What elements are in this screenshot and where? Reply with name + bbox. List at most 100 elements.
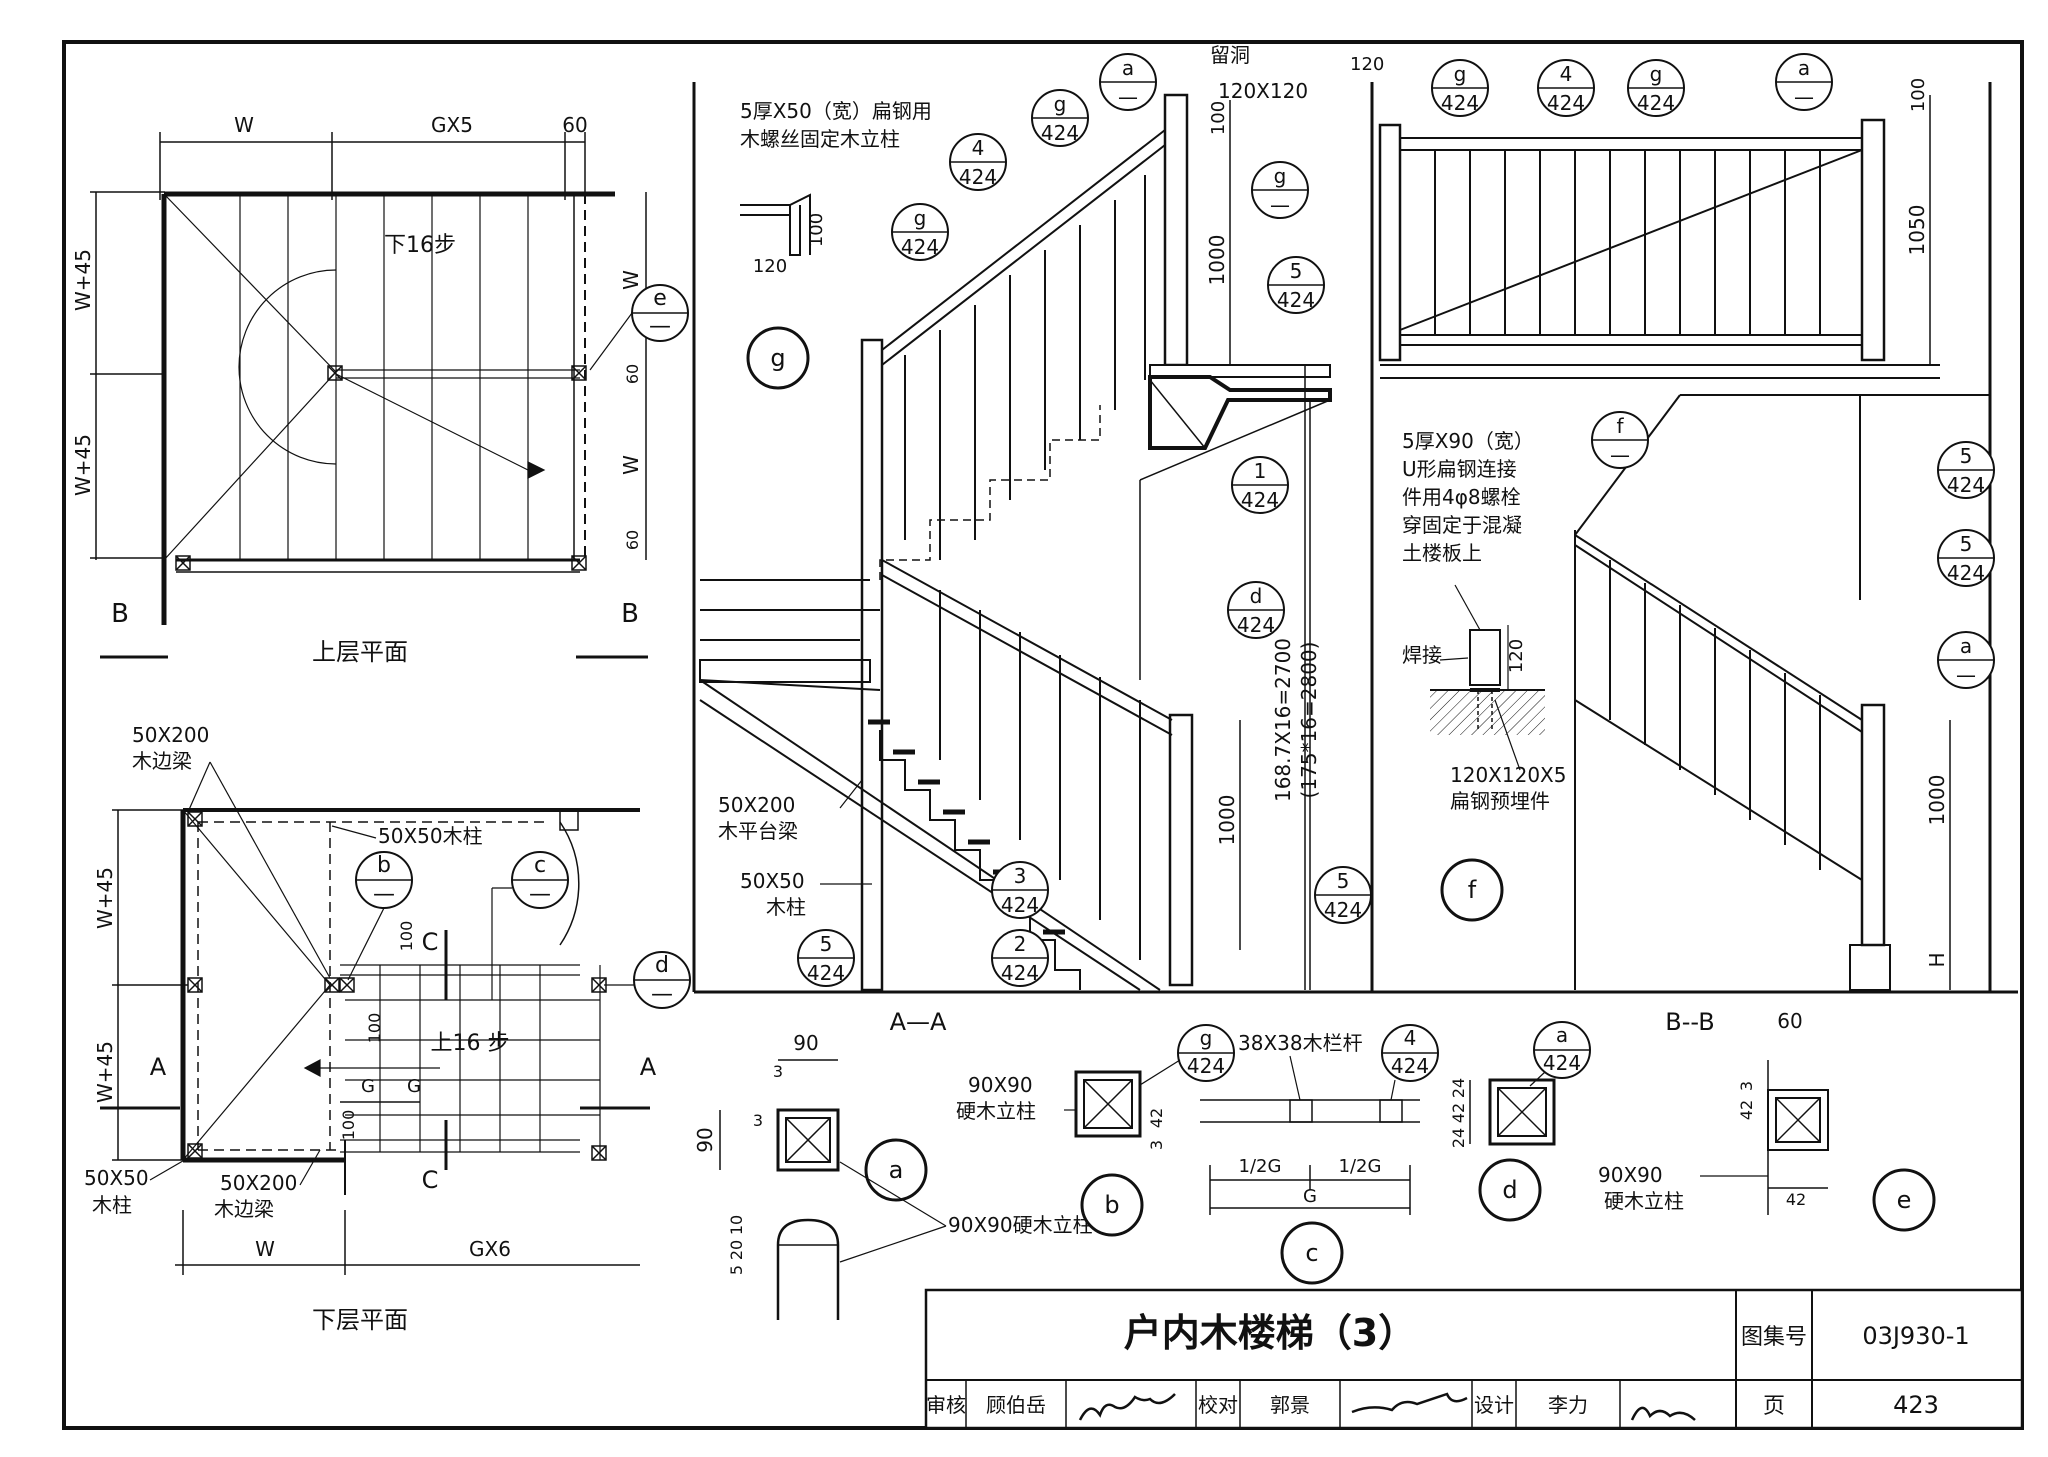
upper-plan: W GX5 60 W+45 W+45 W W 60 60 [71,113,689,666]
dim-gx5: GX5 [431,113,473,137]
embed-note-1: 120X120X5 [1450,763,1566,787]
lower-plan: W+45 W+45 W GX6 G G 100 100 100 上16 步 50… [84,723,691,1334]
upper-plan-treads [163,193,580,561]
detail-c-ref-bottom: 424 [1391,1054,1429,1078]
aa-ref-top: d [1250,584,1263,608]
bb-ref-bottom: — [1610,443,1630,467]
detail-a-dim-90-top: 90 [793,1031,818,1055]
section-a-left: A [150,1053,167,1081]
detail-d-ref-bottom: 424 [1543,1051,1581,1075]
section-aa-bubbles: a—g4244424g424g—54241424d424342424245424… [797,53,1372,987]
section-c-top: C [422,928,439,956]
aa-ref-top: g [1274,164,1287,188]
svg-text:—: — [373,882,395,907]
post-left-line1: 50X50 [84,1166,149,1190]
aa-ref-top: 5 [1290,259,1303,283]
dim-w45-b: W+45 [93,1041,117,1103]
svg-text:b: b [377,853,391,878]
upper-plan-posts [175,365,587,571]
dim-gx6: GX6 [469,1237,511,1261]
aa-ref-top: 3 [1014,864,1027,888]
detail-f-drawing [1430,584,1545,771]
dim-1000-bb: 1000 [1925,775,1949,826]
detail-d-dim-42: 42 [1449,1103,1468,1123]
lower-plan-dimensions [112,809,640,1275]
u-note-3: 件用4φ8螺栓 [1402,485,1521,509]
bb-ref-top: a [1798,56,1810,80]
svg-text:g: g [770,344,785,372]
section-aa-label: A—A [890,1008,947,1036]
dim-120-top: 120 [1350,54,1384,75]
detail-c-note: 38X38木栏杆 [1238,1031,1363,1055]
aa-ref-top: g [1054,92,1067,116]
svg-text:c: c [534,853,546,878]
stair-aa-dimensions [1229,100,1306,990]
lower-plan-ref-c: c — [491,851,569,1000]
dim-stair-height: 168.7X16=2700 [1271,638,1295,802]
detail-c-label: c [1305,1239,1318,1267]
dim-1000-aa-bottom: 1000 [1215,795,1239,846]
svg-text:—: — [529,882,551,907]
aa-ref-bottom: — [1270,193,1290,217]
dim-g-b: G [407,1076,421,1097]
detail-d-dim-24-b: 24 [1449,1128,1468,1148]
bb-ref-top: g [1650,62,1663,86]
dim-h-bb: H [1925,952,1949,967]
svg-text:f: f [1468,876,1477,904]
embed-note-2: 扁钢预埋件 [1450,789,1550,813]
detail-b-dim-42: 42 [1147,1108,1166,1128]
beam-bottom-line2: 木边梁 [214,1197,274,1221]
bb-ref-bottom: 424 [1947,561,1985,585]
stair-bb-dimensions [1929,95,1951,990]
detail-f-dim-120: 120 [1506,639,1527,673]
detail-e-dim-60: 60 [1777,1009,1802,1033]
stair-aa-slab [1139,364,1332,990]
dim-60: 60 [562,113,587,137]
aa-post-1: 50X50 [740,869,805,893]
dim-w45-lower: W+45 [71,434,95,496]
aa-ref-top: 5 [820,932,833,956]
detail-g-label: g [746,326,810,390]
page-label: 页 [1763,1394,1785,1419]
aa-ref-bottom: 424 [1324,898,1362,922]
dim-w45-upper: W+45 [71,249,95,311]
aa-ref-bottom: 424 [1041,121,1079,145]
designer-name: 李力 [1548,1393,1588,1417]
detail-c-ref-top: 4 [1404,1026,1417,1050]
bb-ref-bottom: 424 [1947,473,1985,497]
section-b-left: B [111,599,129,629]
dim-60-right-b: 60 [623,530,642,550]
dim-1000-aa-top: 1000 [1205,235,1229,286]
detail-b-dim-3: 3 [1147,1140,1166,1150]
bb-ref-bottom: — [1794,85,1814,109]
section-b-right: B [621,599,639,629]
atlas-label: 图集号 [1741,1325,1807,1350]
sheet-title: 户内木楼梯（3） [1124,1311,1416,1355]
lower-plan-treads [182,809,601,1161]
checker-name: 郭景 [1270,1393,1310,1417]
detail-d-dim-24-a: 24 [1449,1078,1468,1098]
bb-ref-bottom: 424 [1547,91,1585,115]
upper-plan-dimensions [90,132,647,560]
bb-ref-bottom: 424 [1637,91,1675,115]
reviewer-signature [1078,1393,1176,1421]
beam-bottom-line1: 50X200 [220,1171,297,1195]
aa-ref-bottom: 424 [1241,488,1279,512]
svg-text:d: d [655,953,669,978]
detail-c: 1/2G 1/2G G 38X38木栏杆 4 424 c [1200,1024,1439,1285]
check-label: 校对 [1198,1393,1238,1417]
aa-ref-bottom: 424 [901,235,939,259]
aa-ref-top: 1 [1254,459,1267,483]
landing-beam-2: 木平台梁 [718,819,798,843]
dim-stair-height-alt: (175*16=2800) [1297,642,1321,799]
dim-100-b: 100 [365,1013,384,1044]
up-label: 上16 步 [431,1031,510,1056]
reviewer-name: 顾伯岳 [986,1393,1046,1417]
